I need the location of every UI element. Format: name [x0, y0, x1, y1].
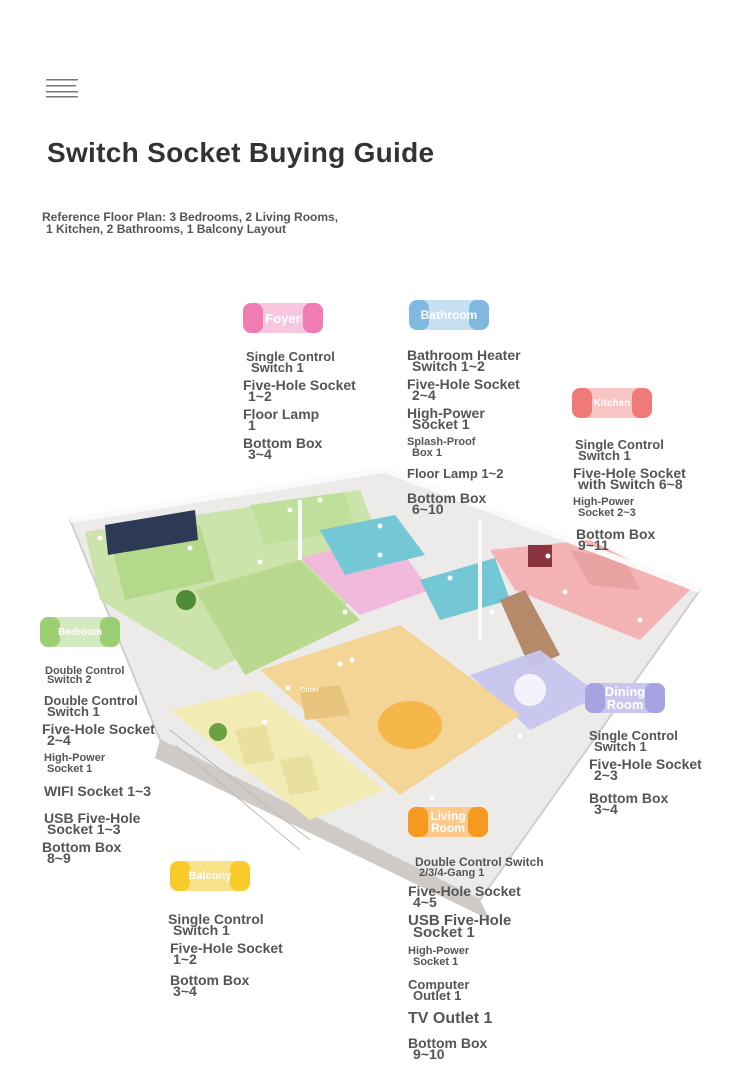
room-tag-bedroom: Bedroom — [40, 617, 120, 647]
room-tag-foyer-label: Foyer — [265, 310, 301, 326]
outlet-label: Outlet — [300, 687, 319, 694]
subtitle-line-2: 1 Kitchen, 2 Bathrooms, 1 Balcony Layout — [46, 222, 287, 236]
room-tag-dining: Dining Room — [585, 683, 665, 713]
subtitle: Reference Floor Plan: 3 Bedrooms, 2 Livi… — [42, 211, 402, 235]
subtitle-line-1: Reference Floor Plan: 3 Bedrooms, 2 Livi… — [42, 210, 339, 224]
list-item: TV Outlet 1 — [408, 1010, 493, 1027]
room-tag-balcony-label: Balcony — [188, 870, 232, 882]
room-tag-dining-label: Dining Room — [604, 684, 646, 712]
room-tag-bathroom: Bathroom — [409, 300, 489, 330]
menu-icon[interactable] — [46, 78, 80, 98]
page-title: Switch Socket Buying Guide — [47, 137, 435, 168]
room-tag-kitchen-label: Kitchen — [593, 397, 631, 409]
floorplan-illustration: Outlet — [68, 466, 702, 920]
room-tag-foyer: Foyer — [243, 303, 323, 333]
list-item: Floor Lamp 1~2 — [407, 466, 504, 481]
room-tag-bedroom-label: Bedroom — [58, 626, 102, 638]
room-tag-kitchen: Kitchen — [572, 388, 652, 418]
room-tag-living-label: Living Room — [430, 809, 466, 835]
list-item: WIFI Socket 1~3 — [44, 783, 151, 799]
room-tag-bathroom-label: Bathroom — [420, 308, 478, 322]
room-tag-balcony: Balcony — [170, 861, 250, 891]
room-tag-living: Living Room — [408, 807, 488, 837]
